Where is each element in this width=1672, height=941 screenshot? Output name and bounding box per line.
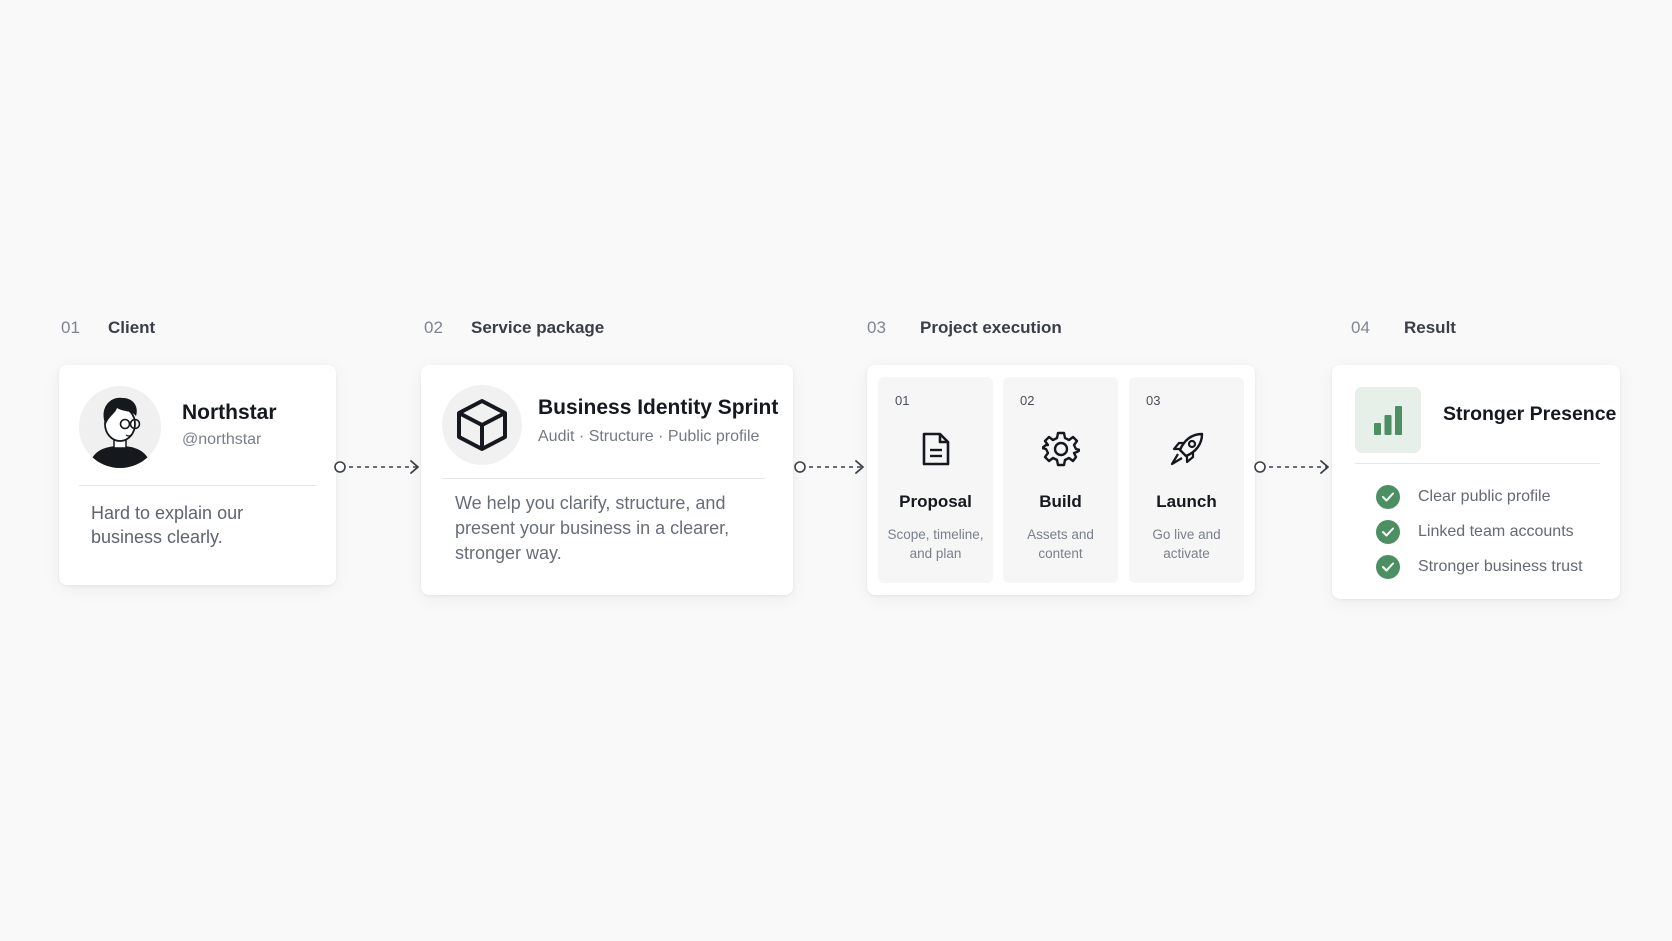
connector-arrow: [334, 460, 419, 474]
divider: [1355, 463, 1600, 464]
phase-number: 02: [1020, 393, 1035, 408]
cube-icon: [442, 385, 522, 465]
phase-build: 02 Build Assets and content: [1003, 377, 1118, 583]
service-title: Business Identity Sprint: [538, 396, 779, 419]
phase-number: 03: [1146, 393, 1161, 408]
phase-description: Assets and content: [1027, 527, 1094, 561]
rocket-icon: [1129, 429, 1244, 469]
step-number: 02: [424, 318, 443, 337]
phase-title: Launch: [1156, 492, 1217, 511]
client-card: Northstar @northstar Hard to explain our…: [59, 365, 336, 585]
phase-description: Go live and activate: [1152, 527, 1221, 561]
step-label-project-execution: 03 Project execution: [867, 318, 1062, 338]
project-execution-card: 01 Proposal Scope, timeline, and plan 02…: [867, 365, 1255, 595]
step-title: Service package: [471, 318, 605, 337]
phase-description: Scope, timeline, and plan: [887, 527, 984, 561]
check-icon: [1376, 484, 1400, 509]
step-label-service-package: 02 Service package: [424, 318, 604, 338]
client-handle: @northstar: [182, 431, 262, 448]
step-title: Project execution: [920, 318, 1062, 337]
bar-chart-icon: [1355, 387, 1421, 453]
client-description: Hard to explain our business clearly.: [91, 503, 244, 547]
step-label-result: 04 Result: [1351, 318, 1456, 338]
phase-number: 01: [895, 393, 910, 408]
result-item-text: Linked team accounts: [1418, 522, 1574, 540]
list-item: Stronger business trust: [1376, 549, 1583, 584]
phase-launch: 03 Launch Go live and activate: [1129, 377, 1244, 583]
check-icon: [1376, 554, 1400, 579]
phase-title: Build: [1039, 492, 1082, 511]
service-subtitle: Audit · Structure · Public profile: [538, 428, 760, 445]
document-icon: [878, 429, 993, 469]
step-number: 04: [1351, 318, 1370, 337]
gear-icon: [1003, 429, 1118, 469]
client-name: Northstar: [182, 401, 277, 424]
step-label-client: 01 Client: [61, 318, 155, 338]
step-title: Result: [1404, 318, 1456, 337]
check-icon: [1376, 519, 1400, 544]
list-item: Clear public profile: [1376, 479, 1583, 514]
result-card: Stronger Presence Clear public profile L…: [1332, 365, 1620, 599]
result-item-text: Stronger business trust: [1418, 557, 1583, 575]
result-item-text: Clear public profile: [1418, 487, 1551, 505]
list-item: Linked team accounts: [1376, 514, 1583, 549]
connector-arrow: [1254, 460, 1329, 474]
step-number: 03: [867, 318, 886, 337]
service-description: We help you clarify, structure, and pres…: [455, 493, 730, 563]
step-title: Client: [108, 318, 156, 337]
result-title: Stronger Presence: [1443, 403, 1617, 425]
phase-proposal: 01 Proposal Scope, timeline, and plan: [878, 377, 993, 583]
service-package-card: Business Identity Sprint Audit · Structu…: [421, 365, 793, 595]
connector-arrow: [794, 460, 864, 474]
phase-title: Proposal: [899, 492, 972, 511]
divider: [442, 478, 765, 479]
step-number: 01: [61, 318, 80, 337]
person-with-glasses-illustration: [79, 386, 161, 468]
divider: [79, 485, 316, 486]
result-list: Clear public profile Linked team account…: [1376, 479, 1583, 584]
